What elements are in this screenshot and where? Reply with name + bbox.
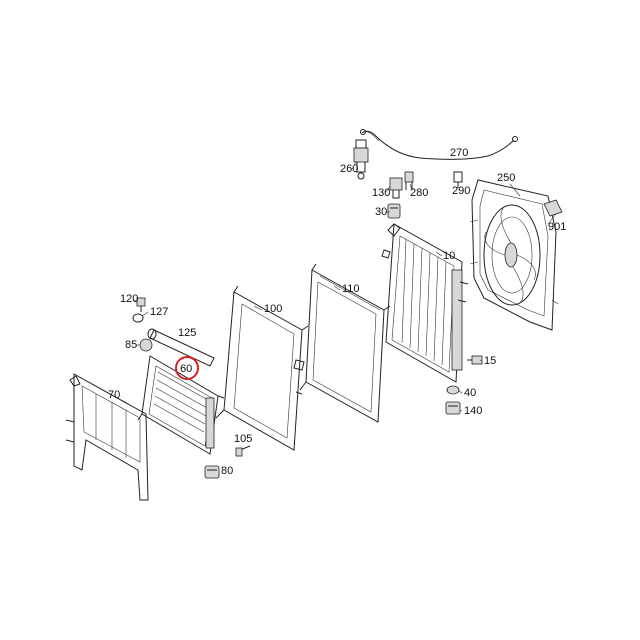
callout-140: 140 (464, 405, 482, 417)
bolt-105 (235, 445, 251, 457)
callout-125: 125 (178, 327, 196, 339)
callout-270: 270 (450, 147, 468, 159)
callout-127: 127 (150, 306, 168, 318)
callout-105: 105 (234, 433, 252, 445)
bolt-15 (467, 355, 483, 365)
callout-290: 290 (452, 185, 470, 197)
condenser-60 (137, 355, 225, 455)
callout-100: 100 (264, 303, 282, 315)
radiator-10 (381, 223, 469, 383)
callout-40: 40 (464, 387, 476, 399)
o-ring-127 (132, 313, 144, 323)
callout-10: 10 (443, 250, 455, 262)
frame-110 (299, 263, 391, 423)
callout-250: 250 (497, 172, 515, 184)
leader-lines (133, 161, 557, 412)
callout-70: 70 (108, 389, 120, 401)
plug-120 (136, 297, 146, 312)
callout-85: 85 (125, 339, 137, 351)
grommet-40 (446, 385, 460, 395)
mount-140 (445, 401, 461, 415)
callout-80: 80 (221, 465, 233, 477)
callout-60-highlight (175, 356, 199, 380)
sensor-260 (353, 139, 369, 180)
cap-85 (139, 338, 153, 352)
connector-130 (389, 177, 403, 199)
callout-30: 30 (375, 206, 387, 218)
callout-901: 901 (548, 221, 566, 233)
callout-15: 15 (484, 355, 496, 367)
callout-130: 130 (372, 187, 390, 199)
cap-30 (387, 203, 401, 219)
bracket-901 (543, 199, 563, 217)
wiring-harness-270 (360, 129, 518, 160)
callout-60: 60 (180, 363, 192, 375)
condenser-frame-100 (215, 285, 309, 451)
receiver-drier-125 (147, 328, 215, 367)
connector-280 (404, 171, 414, 190)
fan-shroud-250 (469, 179, 559, 331)
support-frame-70 (65, 373, 149, 501)
callout-260: 260 (340, 163, 358, 175)
callout-280: 280 (410, 187, 428, 199)
mount-80 (204, 465, 220, 479)
callout-110: 110 (342, 283, 360, 295)
callout-120: 120 (120, 293, 138, 305)
